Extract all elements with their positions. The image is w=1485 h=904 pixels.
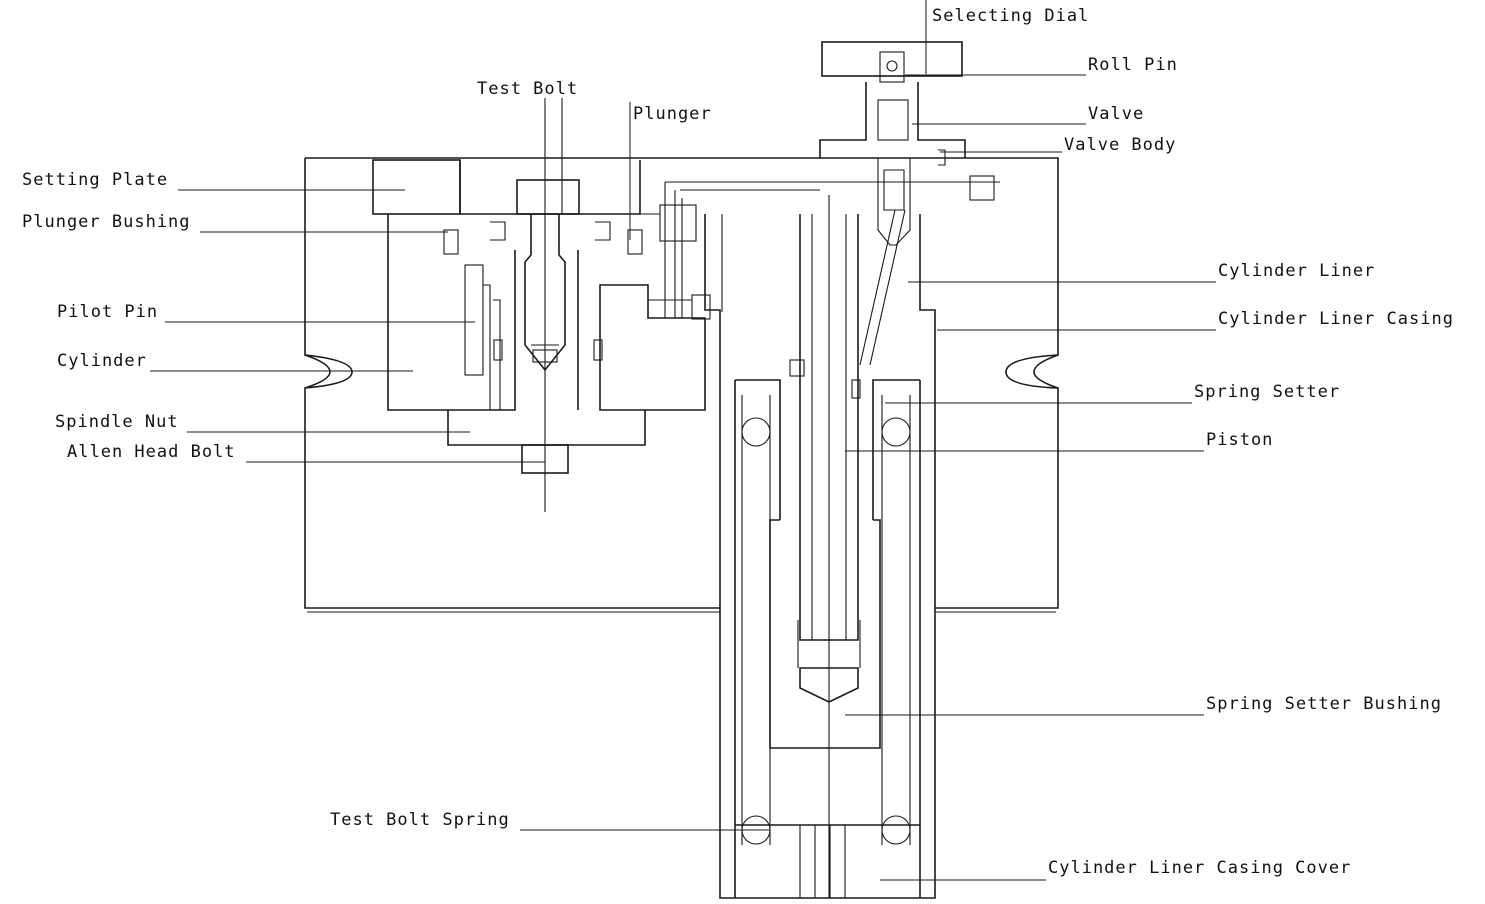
label-setting-plate: Setting Plate — [22, 170, 168, 190]
allen-head-bolt-part — [521, 444, 569, 474]
test-bolt — [524, 98, 566, 512]
label-plunger: Plunger — [633, 104, 712, 124]
label-spring-setter-bushing: Spring Setter Bushing — [1206, 694, 1442, 714]
label-valve-body: Valve Body — [1064, 135, 1176, 155]
label-test-bolt-spring: Test Bolt Spring — [330, 810, 510, 830]
selecting-dial-assembly — [819, 41, 995, 246]
leader-lines — [150, 0, 1216, 881]
cylinder-liner-casing — [704, 214, 936, 899]
label-plunger-bushing: Plunger Bushing — [22, 212, 191, 232]
label-spring-setter: Spring Setter — [1194, 382, 1340, 402]
label-allen-head-bolt: Allen Head Bolt — [67, 442, 236, 462]
part-labels: Selecting Dial Roll Pin Test Bolt Plunge… — [22, 6, 1454, 878]
label-cylinder: Cylinder — [57, 351, 147, 371]
label-test-bolt: Test Bolt — [477, 79, 578, 99]
label-piston: Piston — [1206, 430, 1273, 450]
label-cylinder-liner-casing-cover: Cylinder Liner Casing Cover — [1048, 858, 1351, 878]
label-spindle-nut: Spindle Nut — [55, 412, 179, 432]
label-cylinder-liner-casing: Cylinder Liner Casing — [1218, 309, 1454, 329]
label-cylinder-liner: Cylinder Liner — [1218, 261, 1375, 281]
outer-body — [304, 157, 1059, 613]
piston-assembly — [769, 195, 906, 898]
cylinder-block — [387, 214, 706, 446]
setting-plate — [372, 159, 660, 215]
label-roll-pin: Roll Pin — [1088, 55, 1178, 75]
label-valve: Valve — [1088, 104, 1144, 124]
oil-passages — [648, 181, 1000, 320]
label-selecting-dial: Selecting Dial — [932, 6, 1089, 26]
label-pilot-pin: Pilot Pin — [57, 302, 158, 322]
